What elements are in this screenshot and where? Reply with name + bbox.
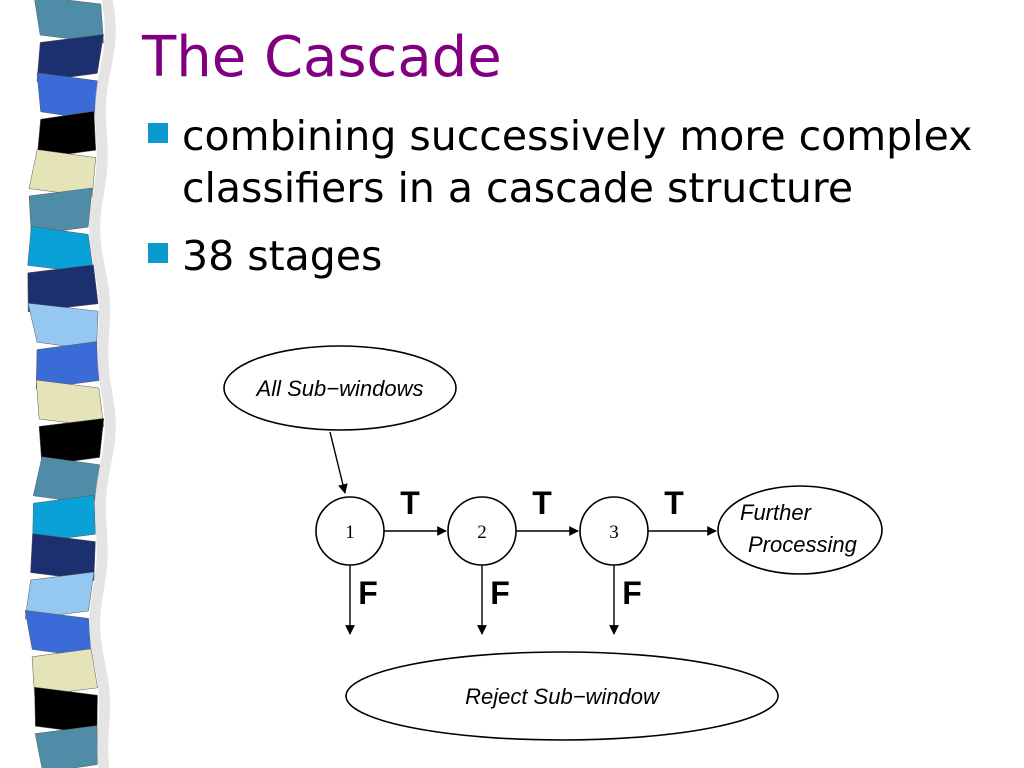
bullet-item: combining successively more complex clas… bbox=[148, 110, 1002, 214]
stage-label-1: 1 bbox=[345, 522, 355, 543]
reject-node-label: Reject Sub−window bbox=[465, 684, 661, 709]
true-label-2: T bbox=[532, 485, 552, 521]
stripe-block bbox=[30, 533, 96, 581]
stripe-block bbox=[31, 648, 98, 697]
bullet-square-icon bbox=[148, 243, 168, 263]
true-label-1: T bbox=[400, 485, 420, 521]
input-arrow bbox=[329, 431, 348, 494]
false-label-1: F bbox=[358, 575, 378, 611]
output-node-label-line2: Processing bbox=[748, 532, 858, 557]
false-label-2: F bbox=[490, 575, 510, 611]
stripe-block bbox=[32, 494, 96, 543]
stripe-block bbox=[28, 149, 97, 197]
stage-label-3: 3 bbox=[609, 522, 619, 543]
stripe-block bbox=[38, 418, 105, 466]
reject-node bbox=[345, 651, 779, 741]
slide-title: The Cascade bbox=[142, 25, 502, 90]
bullet-text: combining successively more complex clas… bbox=[182, 112, 973, 212]
output-node bbox=[717, 485, 883, 575]
false-label-3: F bbox=[622, 575, 642, 611]
stripe-block bbox=[28, 187, 93, 236]
input-node-label: All Sub−windows bbox=[255, 376, 424, 401]
stripe-block bbox=[24, 571, 95, 620]
stripe-shadow bbox=[89, 0, 116, 768]
stage-label-2: 2 bbox=[477, 522, 487, 543]
stripe-block bbox=[36, 34, 104, 82]
stripe-block bbox=[27, 264, 99, 313]
stripe-block bbox=[35, 379, 105, 428]
bullet-text: 38 stages bbox=[182, 232, 383, 280]
bullet-square-icon bbox=[148, 123, 168, 143]
output-node-label-line1: Further bbox=[740, 500, 813, 525]
bullet-item: 38 stages bbox=[148, 230, 1002, 282]
stripe-block bbox=[34, 725, 98, 768]
stripe-block bbox=[35, 341, 100, 389]
input-node bbox=[223, 345, 457, 431]
stripe-block bbox=[36, 110, 97, 159]
decorative-stripe bbox=[24, 0, 116, 768]
true-label-3: T bbox=[664, 485, 684, 521]
stripe-block bbox=[34, 0, 104, 44]
